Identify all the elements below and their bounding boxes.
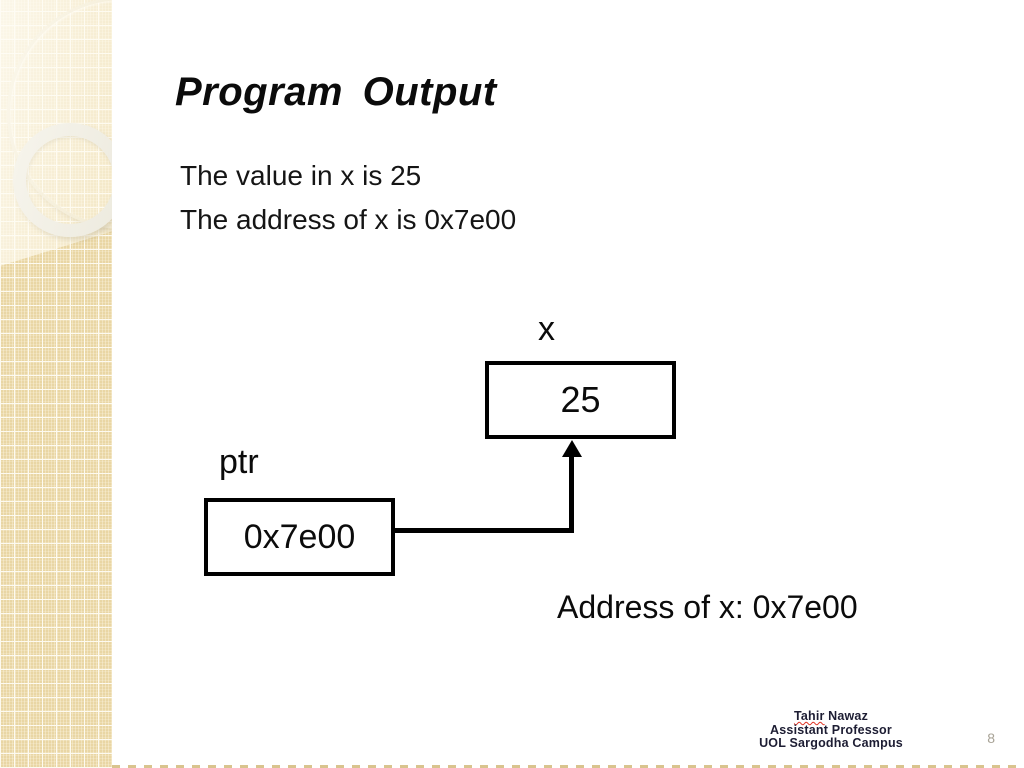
output-line-address: The address of x is 0x7e00: [180, 204, 517, 235]
footer-role: Assistant Professor: [770, 722, 892, 737]
output-line-value: The value in x is 25: [180, 160, 422, 191]
connector-vertical-line: [569, 455, 574, 533]
address-caption: Address of x: 0x7e00: [557, 589, 858, 625]
footer-author-first-name: Tahir: [793, 709, 825, 723]
pointer-ptr-value: 0x7e00: [243, 517, 356, 556]
sidebar-decoration: [0, 0, 112, 768]
connector-horizontal-line: [394, 528, 574, 533]
pointer-ptr-label: ptr: [219, 443, 259, 481]
pointer-ptr-box: 0x7e00: [204, 498, 395, 576]
slide-title: Program Output: [175, 70, 497, 114]
footer-author-last-name: Nawaz: [828, 709, 869, 723]
variable-x-box: 25: [485, 361, 676, 439]
bottom-dashed-rule: [112, 765, 1024, 768]
arrow-up-icon: [562, 440, 582, 457]
sidebar-highlight-overlay: [0, 0, 112, 266]
slide-page-number: 8: [987, 730, 995, 746]
variable-x-label: x: [538, 310, 555, 348]
footer-campus: UOL Sargodha Campus: [759, 736, 903, 750]
variable-x-value: 25: [560, 379, 601, 420]
